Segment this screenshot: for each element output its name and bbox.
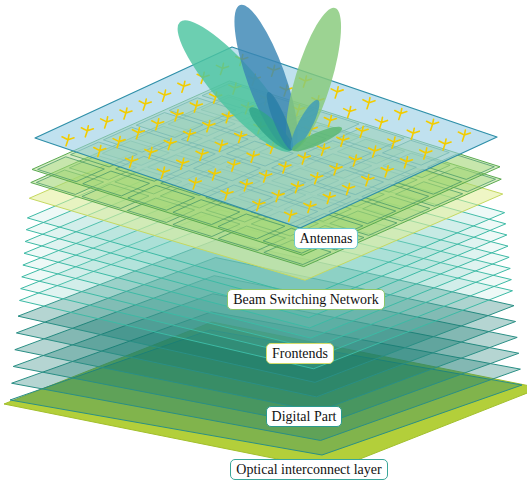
antenna-symbol: [215, 140, 227, 151]
antenna-symbol: [356, 126, 368, 137]
antenna-symbol: [331, 87, 343, 98]
antenna-symbol: [189, 178, 201, 189]
antenna-symbol: [235, 131, 247, 142]
layer-name: Digital Part: [272, 408, 337, 425]
antenna-symbol: [381, 166, 393, 177]
antenna-symbol: [101, 117, 113, 128]
antenna-symbol: [291, 182, 303, 193]
antenna-symbol: [62, 135, 74, 146]
antenna-symbol: [177, 158, 189, 169]
antenna-symbol: [203, 121, 215, 132]
antenna-symbol: [184, 130, 196, 141]
layer-name: Frontends: [272, 345, 328, 362]
layer-label: Antennas: [294, 228, 359, 249]
antenna-symbol: [120, 108, 132, 119]
antenna-symbol: [304, 201, 316, 212]
antenna-symbol: [420, 148, 432, 159]
antenna-symbol: [126, 156, 138, 167]
antenna-symbol: [164, 139, 176, 150]
beam-lobe: [290, 123, 345, 156]
antenna-symbol: [362, 175, 374, 186]
antenna-symbol: [427, 119, 439, 130]
antenna-symbol: [344, 107, 356, 118]
antenna-symbol: [178, 81, 190, 92]
layer-label: Digital Part: [266, 406, 343, 427]
antenna-symbol: [221, 189, 233, 200]
antenna-symbol: [388, 137, 400, 148]
antenna-symbol: [81, 126, 93, 137]
antenna-symbol: [145, 147, 157, 158]
antenna-symbol: [190, 101, 202, 112]
layer-label: Optical interconnect layer: [230, 459, 387, 480]
antenna-symbol: [152, 119, 164, 130]
antenna-symbol: [323, 193, 335, 204]
antenna-symbol: [369, 146, 381, 157]
antenna-symbol: [298, 153, 310, 164]
antenna-symbol: [279, 162, 291, 173]
antenna-symbol: [439, 139, 451, 150]
antenna-symbol: [139, 99, 151, 110]
antenna-symbol: [260, 171, 272, 182]
antenna-symbol: [113, 137, 125, 148]
antenna-symbol: [318, 144, 330, 155]
antenna-symbol: [375, 117, 387, 128]
antenna-symbol: [407, 128, 419, 139]
antenna-symbol: [400, 157, 412, 168]
antenna-symbol: [209, 169, 221, 180]
antenna-symbol: [285, 210, 297, 221]
antenna-symbol: [349, 155, 361, 166]
antenna-symbol: [343, 184, 355, 195]
antenna-symbol: [330, 164, 342, 175]
antenna-symbol: [171, 110, 183, 121]
layer-name: Beam Switching Network: [233, 291, 378, 308]
antenna-symbol: [228, 160, 240, 171]
antenna-symbol: [157, 167, 169, 178]
antenna-symbol: [247, 151, 259, 162]
antenna-symbol: [159, 90, 171, 101]
antenna-symbol: [311, 173, 323, 184]
layer-name: Optical interconnect layer: [236, 461, 381, 478]
antenna-symbol: [458, 130, 470, 141]
antenna-symbol: [324, 116, 336, 127]
antenna-symbol: [395, 108, 407, 119]
layer-label: Frontends: [266, 343, 334, 364]
antenna-symbol: [337, 135, 349, 146]
antenna-symbol: [272, 191, 284, 202]
layer-label: Beam Switching Network: [227, 289, 384, 310]
antenna-symbol: [94, 146, 106, 157]
layer-name: Antennas: [300, 230, 353, 247]
antenna-symbol: [253, 200, 265, 211]
antenna-symbol: [132, 128, 144, 139]
antenna-symbol: [240, 180, 252, 191]
antenna-symbol: [196, 149, 208, 160]
antenna-symbol: [363, 98, 375, 109]
